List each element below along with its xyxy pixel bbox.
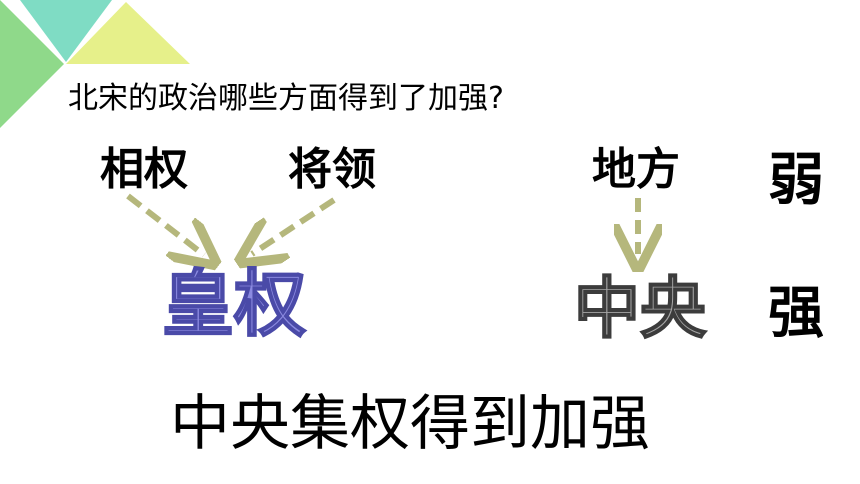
arrow-jiangling-to-huangquan <box>252 197 336 254</box>
question-text: 北宋的政治哪些方面得到了加强? <box>68 81 504 116</box>
yellow-triangle <box>66 2 190 64</box>
green-triangle <box>0 0 64 128</box>
teal-triangle <box>20 0 112 62</box>
conclusion-text: 中央集权得到加强 <box>170 389 650 459</box>
label-strong: 强 <box>768 281 824 346</box>
term-xiangquan: 相权 <box>100 144 188 195</box>
arrow-xiangquan-to-huangquan <box>126 193 204 255</box>
result-huangquan: 皇权 <box>161 262 307 346</box>
term-jiangling: 将领 <box>288 144 376 195</box>
result-zhongyang: 中央 <box>573 270 707 347</box>
corner-decoration <box>0 0 190 128</box>
label-weak: 弱 <box>768 148 824 213</box>
term-difang: 地方 <box>592 144 680 195</box>
